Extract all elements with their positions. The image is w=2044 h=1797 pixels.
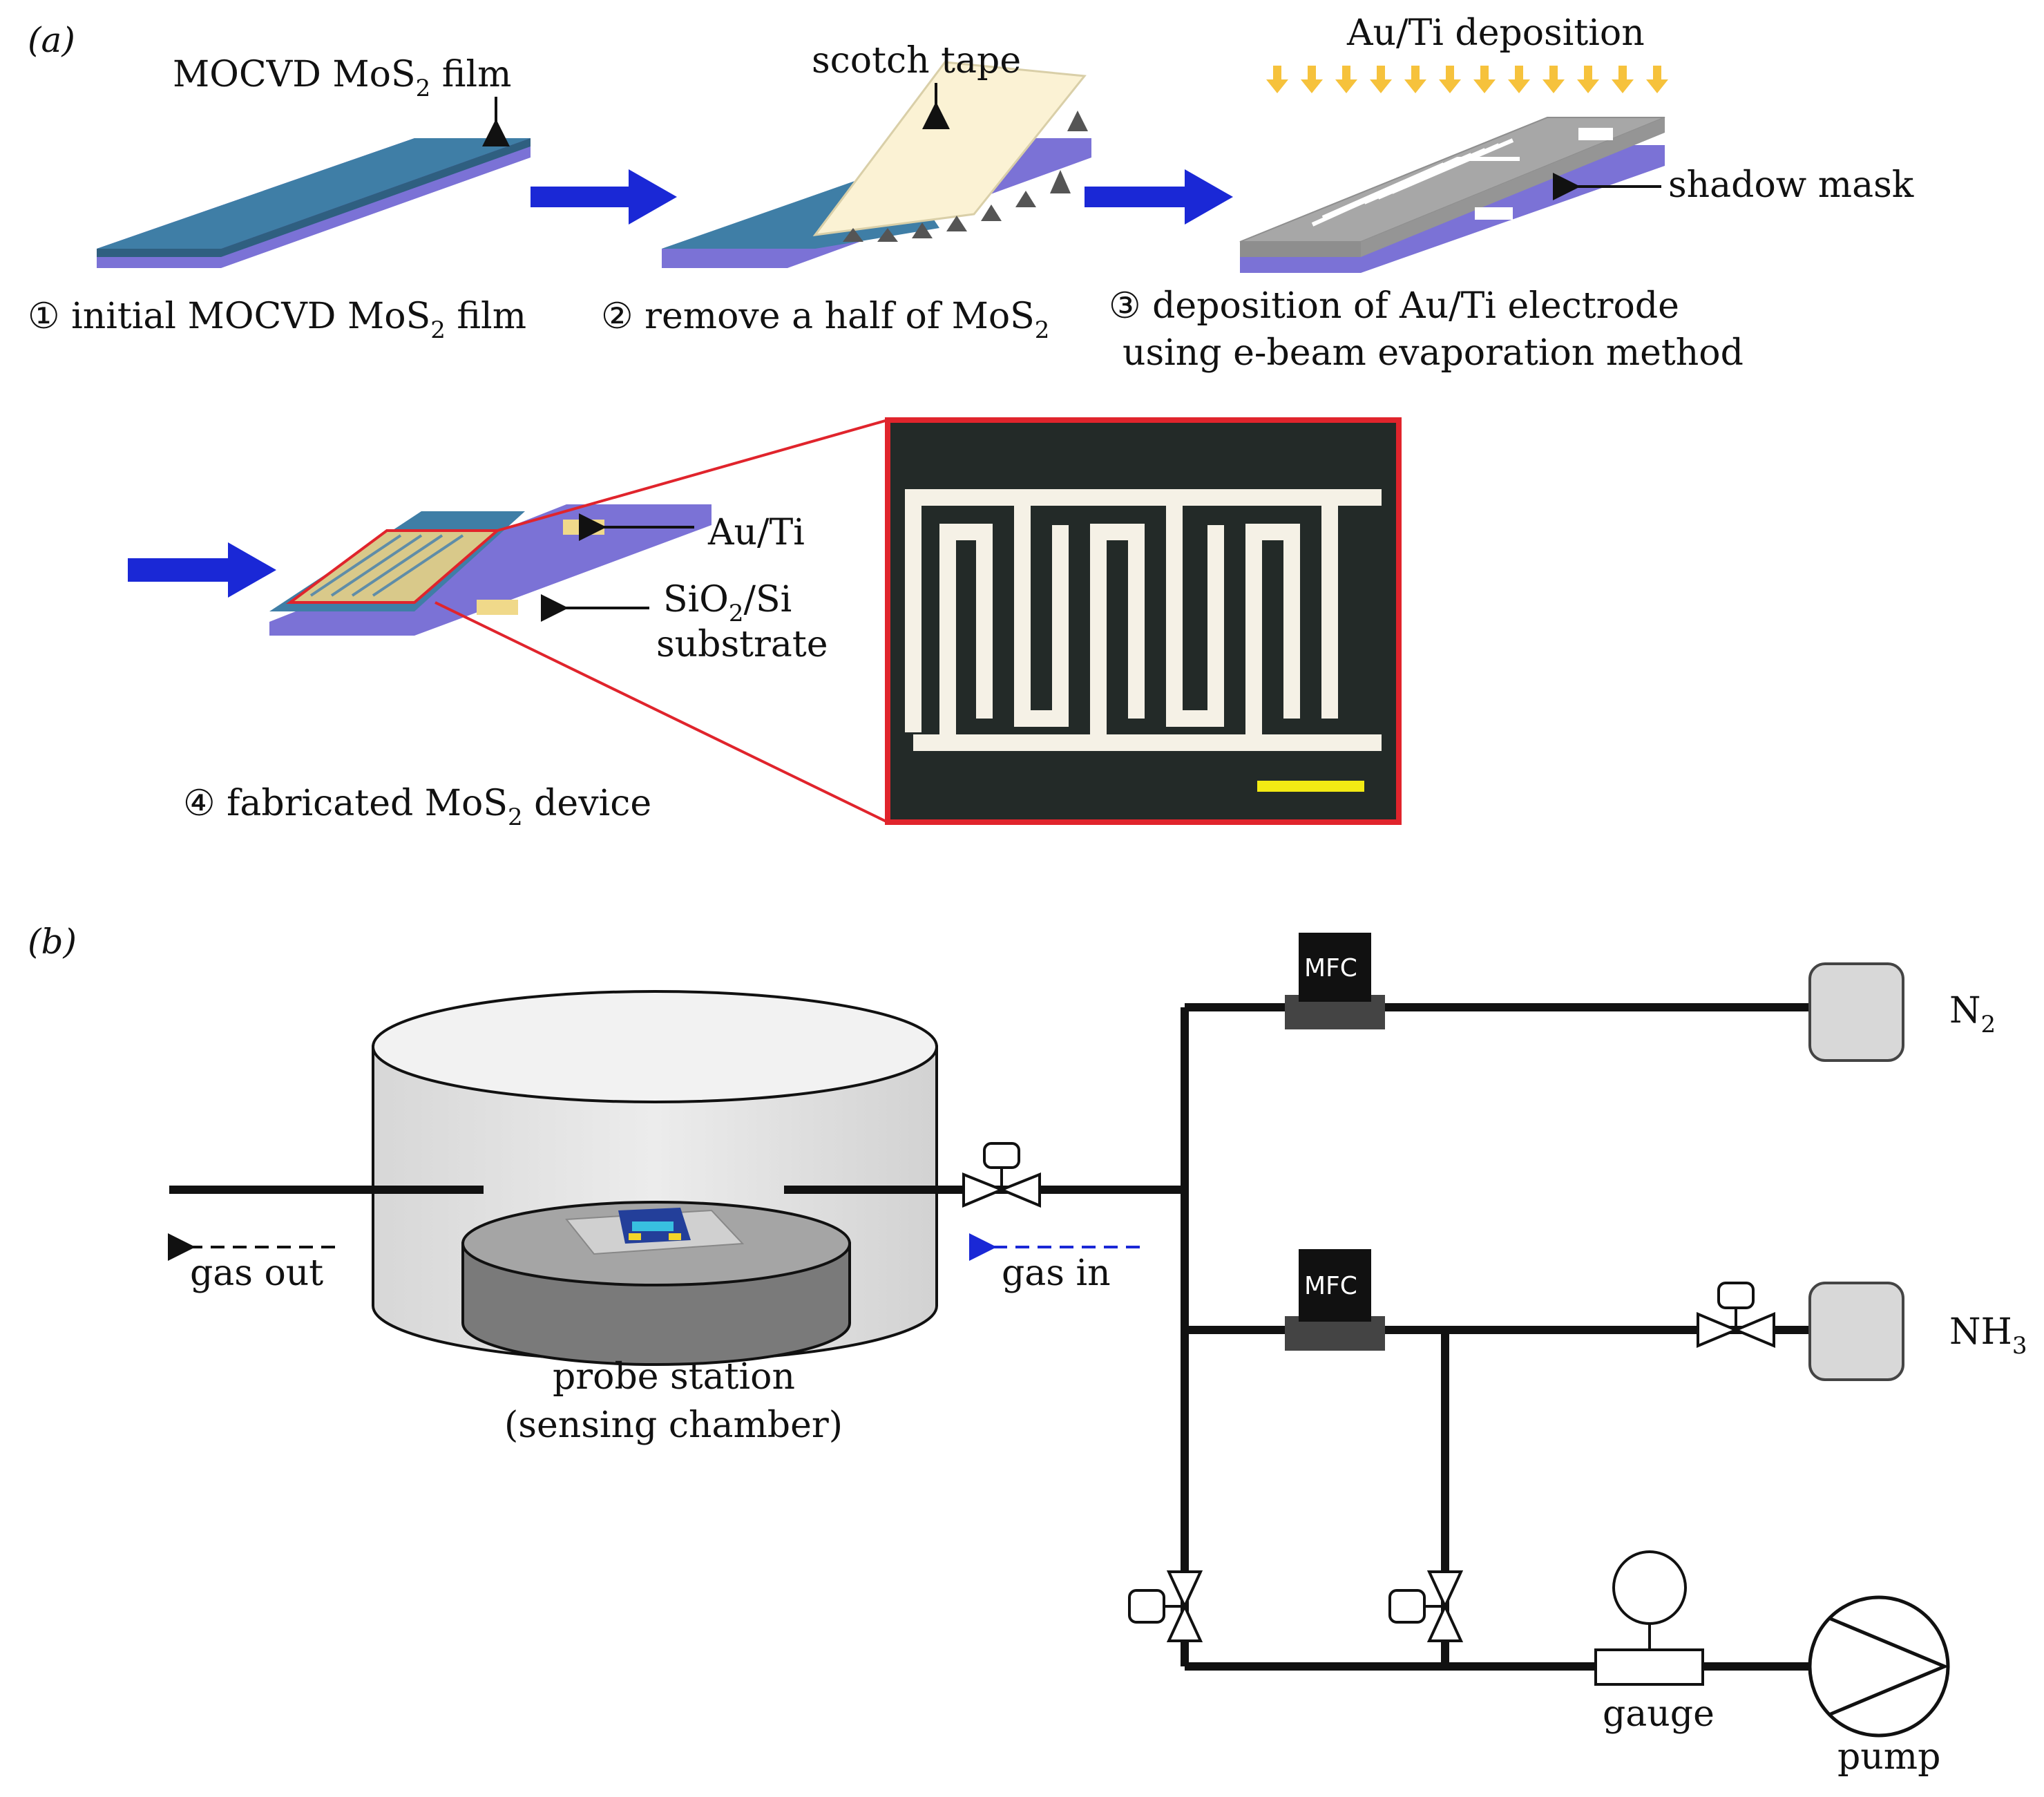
process-arrow-3 <box>128 542 276 598</box>
nh3-valve <box>1697 1282 1775 1349</box>
auti-pad-top <box>563 520 604 535</box>
substrate-label-line2: substrate <box>656 624 828 665</box>
mfc-n2-label: MFC <box>1304 954 1357 982</box>
step2-peel-illustration <box>662 61 1091 268</box>
nh3-label: NH3 <box>1949 1311 2027 1360</box>
panel-a-label: (a) <box>28 20 75 60</box>
process-arrow-1 <box>531 169 677 225</box>
deposition-arrows <box>1266 66 1668 93</box>
step3-caption-line2: using e-beam evaporation method <box>1123 332 1744 374</box>
gas-out-label: gas out <box>190 1253 323 1294</box>
interdigitated-electrode <box>905 489 1382 751</box>
substrate-label: SiO2/Si <box>663 579 792 627</box>
gas-in-label: gas in <box>1002 1253 1111 1294</box>
vacuum-pump <box>1808 1595 1950 1738</box>
panel-b-label: (b) <box>28 922 77 962</box>
mfc-nh3-label: MFC <box>1304 1272 1357 1300</box>
step1-film-illustration <box>97 138 531 268</box>
process-arrow-2 <box>1085 169 1233 225</box>
nh3-cylinder <box>1808 1282 1904 1381</box>
step4-caption: ④ fabricated MoS2 device <box>183 783 651 831</box>
n2-cylinder <box>1808 962 1904 1062</box>
mfc-nh3: MFC <box>1285 1249 1385 1351</box>
auti-pad-bottom <box>477 600 518 615</box>
zoom-line-top <box>497 419 888 532</box>
mos2-film-layer <box>97 138 531 249</box>
mask-label: shadow mask <box>1668 164 1914 206</box>
mfc-n2: MFC <box>1285 933 1385 1029</box>
chamber-label-line1: probe station <box>553 1356 795 1398</box>
electrode-micrograph <box>885 417 1402 825</box>
scotch-tape <box>812 61 1087 236</box>
electrode-pattern <box>1311 138 1520 227</box>
probe-station-chamber <box>372 990 938 1366</box>
film-label: MOCVD MoS2 film <box>173 54 511 102</box>
pump-label: pump <box>1837 1736 1940 1778</box>
step3-deposition-illustration <box>1239 117 1665 273</box>
zoom-line-bottom <box>434 601 888 824</box>
tape-label: scotch tape <box>812 40 1021 82</box>
step4-device-illustration <box>269 504 711 636</box>
step2-caption: ② remove a half of MoS2 <box>601 296 1049 344</box>
auti-label: Au/Ti <box>707 512 805 553</box>
step3-caption: ③ deposition of Au/Ti electrode <box>1109 285 1679 327</box>
n2-label: N2 <box>1949 990 1996 1038</box>
inlet-valve <box>962 1142 1041 1208</box>
chamber-label-line2: (sensing chamber) <box>504 1405 843 1446</box>
step1-caption: ① initial MOCVD MoS2 film <box>28 296 526 344</box>
gauge-label: gauge <box>1603 1693 1715 1735</box>
manifold-valve <box>1128 1570 1203 1642</box>
deposition-label: Au/Ti deposition <box>1346 12 1645 54</box>
peel-arrows <box>843 111 1088 242</box>
bypass-valve <box>1388 1570 1464 1642</box>
pressure-gauge <box>1594 1550 1704 1686</box>
chamber-lid <box>372 990 938 1103</box>
scale-bar <box>1257 781 1364 792</box>
